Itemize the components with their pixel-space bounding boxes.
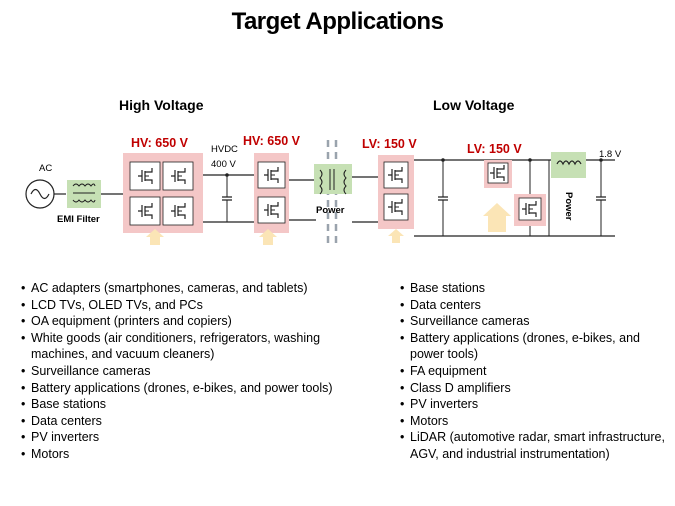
high-voltage-heading: High Voltage — [119, 97, 204, 113]
low-voltage-app-list: Base stationsData centersSurveillance ca… — [400, 280, 665, 463]
lv-label-1: LV: 150 V — [362, 137, 417, 151]
list-item: PV inverters — [21, 429, 361, 446]
list-item: Data centers — [400, 297, 665, 314]
list-item: Data centers — [21, 413, 361, 430]
list-item: Class D amplifiers — [400, 380, 665, 397]
list-item: Motors — [400, 413, 665, 430]
power-label-1: Power — [316, 205, 345, 216]
output-voltage-label: 1.8 V — [599, 149, 622, 160]
low-voltage-heading: Low Voltage — [433, 97, 515, 113]
capacitor-icon — [437, 196, 449, 201]
inductor-icon — [556, 160, 582, 166]
list-item: OA equipment (printers and copiers) — [21, 313, 361, 330]
capacitor-icon — [595, 196, 607, 201]
emi-filter-label: EMI Filter — [57, 214, 100, 225]
up-arrow-icon — [483, 203, 511, 232]
hv-label-1: HV: 650 V — [131, 136, 189, 150]
list-item: FA equipment — [400, 363, 665, 380]
list-item: Motors — [21, 446, 361, 463]
list-item: Battery applications (drones, e-bikes, a… — [21, 380, 361, 397]
list-item: Battery applications (drones, e-bikes, a… — [400, 330, 665, 363]
list-item: Base stations — [21, 396, 361, 413]
power-conversion-diagram: AC EMI Filter HV: 650 V HVDC 400 V HV: 6… — [25, 134, 622, 248]
list-item: Surveillance cameras — [400, 313, 665, 330]
lv-label-2: LV: 150 V — [467, 142, 522, 156]
list-item: AC adapters (smartphones, cameras, and t… — [21, 280, 361, 297]
inductor-icon — [72, 183, 96, 187]
output-inductor-box — [551, 152, 586, 178]
list-item: White goods (air conditioners, refrigera… — [21, 330, 361, 363]
up-arrow-icon — [388, 229, 404, 243]
power-label-2: Power — [563, 192, 574, 221]
list-item: LCD TVs, OLED TVs, and PCs — [21, 297, 361, 314]
hv-label-2: HV: 650 V — [243, 134, 301, 148]
transformer-icon — [319, 169, 323, 195]
emi-filter-box — [67, 180, 101, 208]
page-title: Target Applications — [231, 8, 444, 35]
list-item: PV inverters — [400, 396, 665, 413]
ac-label: AC — [39, 163, 52, 174]
hvdc-label: HVDC — [211, 144, 238, 155]
capacitor-icon — [221, 196, 233, 201]
list-item: Base stations — [400, 280, 665, 297]
hvdc-voltage-label: 400 V — [211, 159, 236, 170]
sine-wave-icon — [30, 188, 50, 200]
high-voltage-app-list: AC adapters (smartphones, cameras, and t… — [21, 280, 361, 463]
list-item: Surveillance cameras — [21, 363, 361, 380]
list-item: LiDAR (automotive radar, smart infrastru… — [400, 429, 665, 462]
power-transformer-box — [314, 164, 352, 194]
up-arrow-icon — [146, 229, 164, 245]
up-arrow-icon — [259, 229, 277, 245]
